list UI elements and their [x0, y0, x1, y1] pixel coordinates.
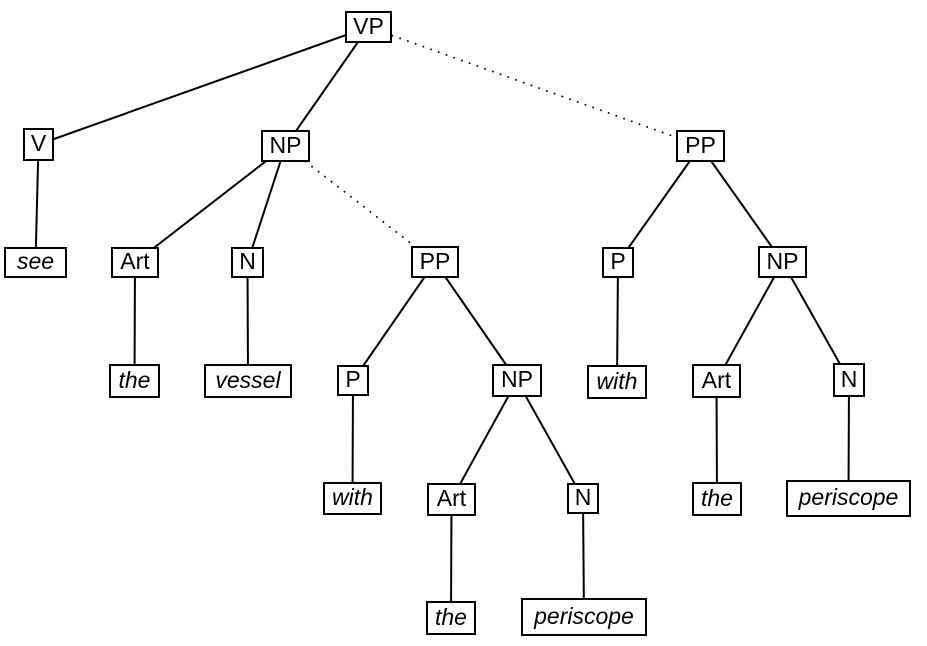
node-periscope3: periscope	[786, 480, 911, 517]
edge-np2-n2	[516, 380, 584, 499]
node-p3: P	[602, 247, 634, 278]
node-the2: the	[426, 601, 476, 635]
node-n1: N	[231, 247, 264, 278]
node-np1: NP	[261, 130, 310, 162]
node-the1: the	[109, 364, 160, 398]
edge-pp2-np2	[434, 261, 518, 382]
node-the3: the	[692, 482, 742, 516]
edge-np1-art1	[134, 145, 287, 264]
node-art3: Art	[692, 364, 741, 398]
node-pp3: PP	[676, 130, 725, 162]
node-v: V	[23, 128, 54, 161]
edge-vp-pp3	[368, 26, 701, 147]
edge-n1-vessel	[246, 262, 249, 382]
edge-vp-v	[38, 26, 369, 146]
node-p2: P	[337, 365, 369, 396]
edge-np3-n3	[781, 261, 850, 381]
node-np2: NP	[492, 364, 542, 397]
node-with3: with	[587, 365, 647, 399]
node-see: see	[4, 247, 67, 278]
node-vessel: vessel	[204, 364, 292, 398]
edge-v-see	[34, 144, 40, 263]
node-with2: with	[323, 482, 382, 515]
edge-p3-with3	[616, 262, 619, 383]
node-pp2: PP	[411, 246, 459, 278]
edge-n2-periscope2	[582, 498, 585, 618]
node-periscope2: periscope	[521, 598, 647, 636]
edge-np1-n1	[246, 145, 287, 263]
edge-pp3-p3	[617, 145, 702, 264]
edge-pp2-p2	[352, 261, 436, 382]
node-vp: VP	[345, 11, 392, 43]
edge-p2-with2	[351, 380, 354, 499]
edge-np3-art3	[715, 261, 784, 382]
edge-art1-the1	[133, 262, 136, 382]
edge-pp3-np3	[699, 145, 784, 263]
node-art2: Art	[427, 483, 476, 516]
edge-vp-np1	[284, 26, 370, 147]
node-n2: N	[567, 483, 599, 514]
edge-np2-art2	[450, 380, 518, 500]
node-n3: N	[833, 363, 865, 397]
node-np3: NP	[758, 246, 807, 278]
edge-n3-periscope3	[847, 379, 850, 499]
node-art1: Art	[111, 247, 159, 278]
edge-art2-the2	[450, 499, 453, 619]
edge-art3-the3	[715, 380, 718, 500]
